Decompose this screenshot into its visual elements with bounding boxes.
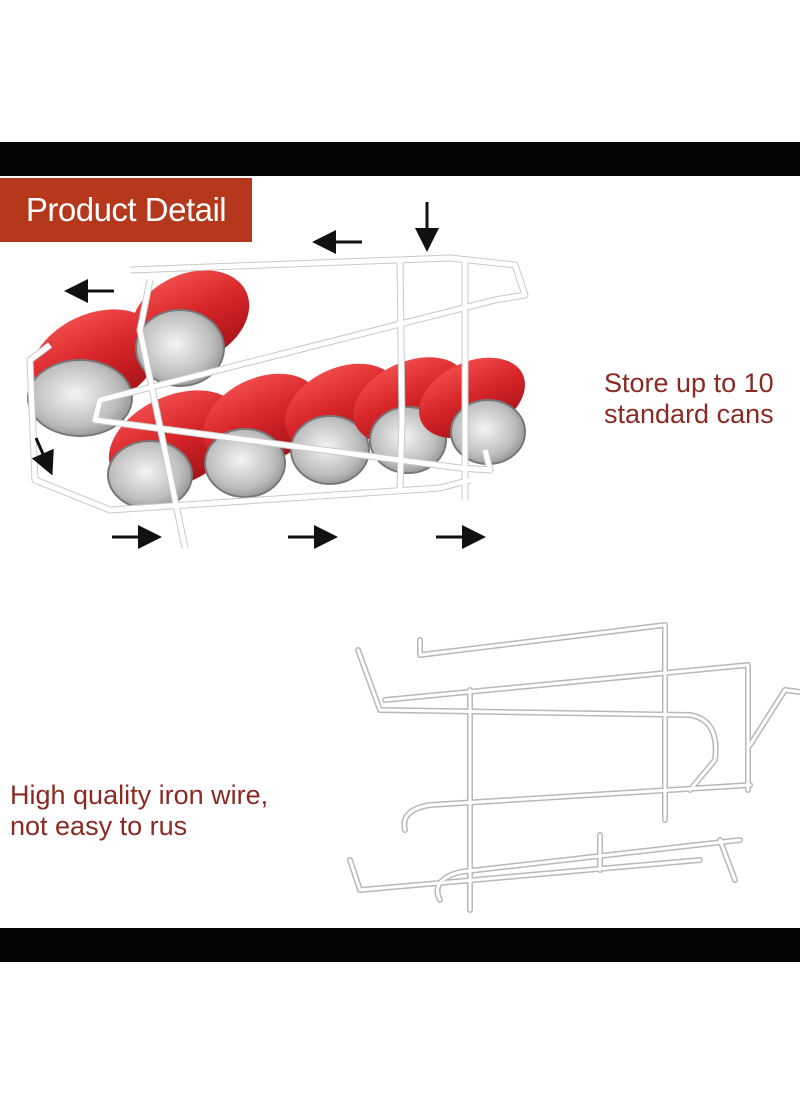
can-row-top: [27, 270, 250, 437]
arrow-down-icon: [31, 437, 54, 476]
caption-line: standard cans: [604, 399, 774, 429]
wire-rack-top: [26, 254, 529, 549]
material-caption: High quality iron wire, not easy to rus: [10, 780, 330, 842]
product-detail-badge: Product Detail: [0, 178, 252, 242]
wire-rack-empty: [347, 622, 800, 913]
product-detail-label: Product Detail: [25, 191, 227, 228]
top-black-band: [0, 142, 800, 176]
direction-arrows: [31, 202, 486, 549]
caption-line: High quality iron wire,: [10, 780, 269, 810]
can: [130, 270, 250, 387]
can-row-bottom: [107, 357, 526, 510]
bottom-black-band: [0, 928, 800, 962]
can: [419, 357, 526, 465]
capacity-caption: Store up to 10 standard cans: [604, 368, 800, 430]
can: [27, 309, 160, 437]
caption-line: Store up to 10: [604, 368, 774, 398]
caption-line: not easy to rus: [10, 811, 188, 841]
